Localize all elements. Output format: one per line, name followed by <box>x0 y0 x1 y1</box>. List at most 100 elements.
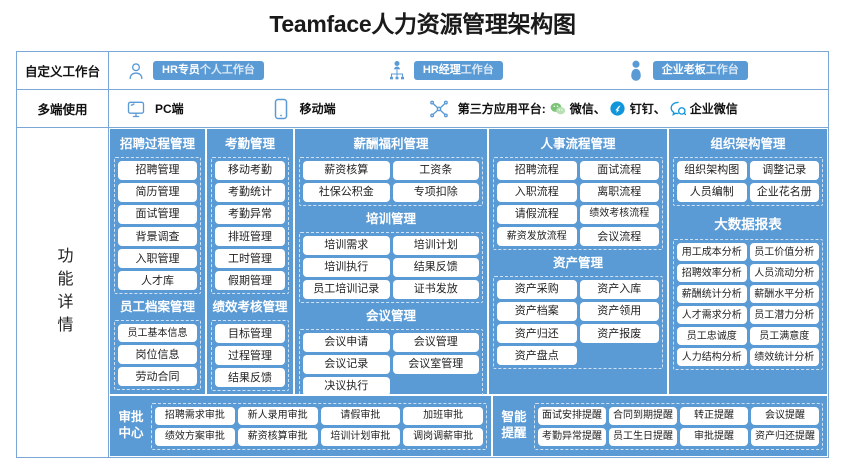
module-cell[interactable]: 结果反馈 <box>392 257 479 277</box>
reminder-cell[interactable]: 转正提醒 <box>680 406 748 425</box>
module-cell[interactable]: 资产报废 <box>579 324 659 344</box>
approval-cell[interactable]: 培训计划审批 <box>320 427 401 446</box>
module-cell[interactable]: 面试流程 <box>579 160 659 180</box>
module-cell[interactable]: 会议管理 <box>392 332 479 352</box>
module-cell[interactable]: 入职管理 <box>118 249 197 269</box>
wecom-icon <box>670 101 686 117</box>
module-cell[interactable]: 调整记录 <box>749 160 819 180</box>
module-cell[interactable]: 人员流动分析 <box>749 264 819 283</box>
device-item-mobile[interactable]: 移动端 <box>262 98 336 120</box>
module-cell[interactable]: 员工满意度 <box>749 327 819 346</box>
module-cell[interactable]: 绩效考核流程 <box>579 204 659 225</box>
module-cell[interactable]: 员工潜力分析 <box>749 306 819 325</box>
reminder-cell[interactable]: 资产归还提醒 <box>751 427 819 446</box>
approval-cell[interactable]: 薪资核算审批 <box>237 427 318 446</box>
module-cell[interactable]: 绩效统计分析 <box>749 348 819 367</box>
module-cell[interactable]: 用工成本分析 <box>677 243 747 262</box>
module-cell[interactable]: 结果反馈 <box>215 368 285 388</box>
workbench-chip-hr-specialist[interactable]: HR专员个人工作台 <box>153 60 264 81</box>
module-cell[interactable]: 薪资发放流程 <box>497 227 577 247</box>
network-icon <box>420 98 458 120</box>
smart-reminder-strip: 智能提醒 面试安排提醒 合同到期提醒 转正提醒 会议提醒 考勤异常提醒 员工生日… <box>492 395 828 457</box>
module-cell[interactable]: 背景调查 <box>118 227 197 247</box>
group-title: 人事流程管理 <box>540 137 616 151</box>
module-cell[interactable]: 员工价值分析 <box>749 243 819 262</box>
module-cell[interactable]: 资产归还 <box>497 324 577 344</box>
workbench-chip-boss[interactable]: 企业老板工作台 <box>652 60 748 81</box>
reminder-cell[interactable]: 审批提醒 <box>680 427 748 446</box>
module-cell[interactable]: 劳动合同 <box>118 367 197 387</box>
module-cell[interactable]: 员工基本信息 <box>118 324 197 343</box>
device-row-body: PC端 移动端 <box>109 90 828 127</box>
approval-cell[interactable]: 调岗调薪审批 <box>403 427 483 446</box>
module-cell[interactable]: 会议记录 <box>303 354 390 374</box>
module-cell[interactable]: 资产盘点 <box>497 346 577 366</box>
module-cell[interactable]: 考勤统计 <box>215 182 285 202</box>
module-cell[interactable]: 目标管理 <box>215 324 285 344</box>
module-cell[interactable]: 会议室管理 <box>392 354 479 374</box>
column-attendance: 考勤管理 移动考勤 考勤统计 考勤异常 排班管理 工时管理 假期管理 <box>205 129 293 394</box>
module-cell[interactable]: 薪酬统计分析 <box>677 285 747 304</box>
module-cell[interactable]: 招聘效率分析 <box>677 264 747 283</box>
module-cell[interactable]: 工时管理 <box>215 249 285 269</box>
module-cell[interactable]: 请假流程 <box>497 204 577 225</box>
module-cell[interactable]: 社保公积金 <box>303 182 390 202</box>
module-cell[interactable]: 排班管理 <box>215 227 285 247</box>
reminder-cell[interactable]: 会议提醒 <box>751 406 819 425</box>
module-cell[interactable]: 培训计划 <box>392 235 479 255</box>
module-cell[interactable]: 决议执行 <box>303 376 390 396</box>
approval-cell[interactable]: 请假审批 <box>320 406 401 425</box>
module-cell[interactable]: 资产采购 <box>497 279 577 299</box>
module-cell[interactable]: 薪资核算 <box>303 160 390 180</box>
module-cell[interactable]: 会议申请 <box>303 332 390 352</box>
approval-cell[interactable]: 加班审批 <box>403 406 483 425</box>
reminder-cell[interactable]: 员工生日提醒 <box>609 427 677 446</box>
module-cell[interactable]: 招聘流程 <box>497 160 577 180</box>
module-cell[interactable]: 简历管理 <box>118 182 197 202</box>
module-cell[interactable]: 移动考勤 <box>215 160 285 180</box>
approval-cell[interactable]: 招聘需求审批 <box>155 406 235 425</box>
module-cell[interactable]: 工资条 <box>392 160 479 180</box>
module-cell[interactable]: 会议流程 <box>579 227 659 247</box>
reminder-cell[interactable]: 合同到期提醒 <box>609 406 677 425</box>
module-cell[interactable]: 员工培训记录 <box>303 279 390 299</box>
reminder-cell[interactable]: 面试安排提醒 <box>538 406 606 425</box>
module-cell[interactable]: 假期管理 <box>215 271 285 291</box>
approval-cell[interactable]: 绩效方案审批 <box>155 427 235 446</box>
smart-reminder-label-text: 智能提醒 <box>501 410 527 440</box>
module-cell[interactable]: 员工忠诚度 <box>677 327 747 346</box>
module-cell[interactable]: 培训需求 <box>303 235 390 255</box>
device-item-pc[interactable]: PC端 <box>117 99 184 119</box>
module-cell[interactable]: 离职流程 <box>579 182 659 202</box>
module-cell[interactable]: 招聘管理 <box>118 160 197 180</box>
group-grid: 用工成本分析 员工价值分析 招聘效率分析 人员流动分析 薪酬统计分析 薪酬水平分… <box>673 239 823 371</box>
module-cell[interactable]: 培训执行 <box>303 257 390 277</box>
workbench-chip-hr-manager[interactable]: HR经理工作台 <box>413 60 503 81</box>
module-cell[interactable]: 人力结构分析 <box>677 348 747 367</box>
module-cell[interactable]: 专项扣除 <box>392 182 479 202</box>
module-cell[interactable]: 人才库 <box>118 271 197 291</box>
third-party-platforms[interactable]: 第三方应用平台: 微信、 <box>420 98 738 120</box>
module-cell[interactable]: 考勤异常 <box>215 204 285 225</box>
module-cell[interactable]: 资产入库 <box>579 279 659 299</box>
module-cell[interactable]: 过程管理 <box>215 346 285 366</box>
group-attendance: 考勤管理 移动考勤 考勤统计 考勤异常 排班管理 工时管理 假期管理 <box>211 133 289 295</box>
module-cell[interactable]: 资产领用 <box>579 301 659 322</box>
module-cell[interactable]: 证书发放 <box>392 279 479 299</box>
module-cell[interactable]: 入职流程 <box>497 182 577 202</box>
approval-cell[interactable]: 新人录用审批 <box>237 406 318 425</box>
workbench-item-boss[interactable]: 企业老板工作台 <box>619 60 748 82</box>
module-cell[interactable]: 组织架构图 <box>677 160 747 180</box>
module-cell[interactable]: 企业花名册 <box>749 182 819 202</box>
reminder-cell[interactable]: 考勤异常提醒 <box>538 427 606 446</box>
workbench-item-hr-specialist[interactable]: HR专员个人工作台 <box>119 60 264 81</box>
module-cell[interactable]: 面试管理 <box>118 204 197 225</box>
workbench-item-hr-manager[interactable]: HR经理工作台 <box>380 60 503 82</box>
module-cell[interactable]: 岗位信息 <box>118 345 197 365</box>
module-cell[interactable]: 人员编制 <box>677 182 747 202</box>
module-cell[interactable]: 薪酬水平分析 <box>749 285 819 304</box>
module-cell[interactable]: 资产档案 <box>497 301 577 322</box>
dingtalk-icon <box>610 101 626 117</box>
column-hr-process: 人事流程管理 招聘流程 面试流程 入职流程 离职流程 请假流程 绩效考核流程 薪… <box>487 129 667 394</box>
module-cell[interactable]: 人才需求分析 <box>677 306 747 325</box>
